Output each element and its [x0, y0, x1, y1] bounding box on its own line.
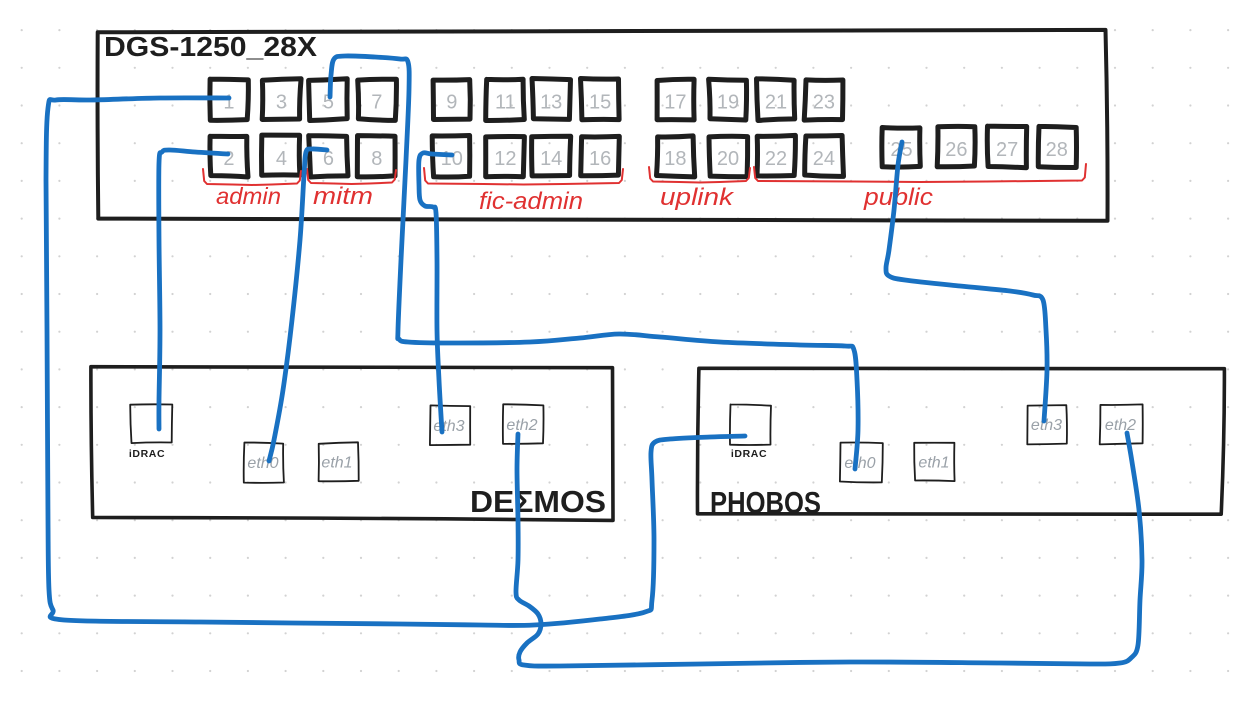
svg-text:2: 2: [223, 148, 234, 170]
svg-text:4: 4: [276, 148, 287, 170]
svg-text:18: 18: [664, 148, 686, 170]
svg-text:14: 14: [540, 148, 562, 170]
svg-text:13: 13: [540, 92, 562, 114]
svg-text:DEΣMOS: DEΣMOS: [470, 484, 606, 519]
svg-text:23: 23: [813, 92, 835, 114]
svg-text:8: 8: [371, 148, 382, 170]
svg-text:fic-admin: fic-admin: [479, 188, 583, 215]
svg-text:22: 22: [765, 148, 787, 170]
svg-text:19: 19: [717, 92, 739, 114]
svg-text:3: 3: [276, 92, 287, 114]
svg-text:iDRAC: iDRAC: [731, 448, 767, 460]
svg-text:12: 12: [494, 148, 516, 170]
svg-text:eth0: eth0: [844, 455, 875, 472]
svg-text:6: 6: [323, 148, 334, 170]
svg-text:uplink: uplink: [660, 184, 735, 211]
svg-text:17: 17: [664, 92, 686, 114]
svg-text:10: 10: [441, 148, 463, 170]
svg-text:26: 26: [945, 139, 967, 161]
svg-text:16: 16: [589, 148, 611, 170]
svg-text:1: 1: [223, 92, 234, 114]
svg-text:21: 21: [765, 92, 787, 114]
svg-text:PHOBOS: PHOBOS: [710, 485, 821, 520]
svg-text:11: 11: [495, 92, 516, 114]
svg-text:mitm: mitm: [313, 183, 373, 210]
svg-text:15: 15: [589, 92, 611, 114]
svg-text:eth3: eth3: [1031, 417, 1062, 434]
svg-text:eth2: eth2: [1105, 417, 1136, 434]
svg-text:eth1: eth1: [321, 455, 352, 472]
svg-text:7: 7: [371, 92, 382, 114]
svg-text:eth0: eth0: [247, 455, 278, 472]
svg-text:eth1: eth1: [918, 455, 949, 472]
svg-text:admin: admin: [216, 183, 281, 209]
svg-text:28: 28: [1046, 139, 1068, 161]
svg-text:iDRAC: iDRAC: [129, 448, 165, 460]
svg-text:27: 27: [996, 139, 1018, 161]
svg-text:eth2: eth2: [506, 417, 537, 434]
svg-text:24: 24: [813, 148, 835, 170]
svg-text:9: 9: [446, 92, 457, 114]
svg-text:20: 20: [717, 148, 739, 170]
svg-text:5: 5: [323, 92, 334, 114]
svg-text:eth3: eth3: [433, 418, 464, 435]
svg-text:DGS-1250_28X: DGS-1250_28X: [104, 31, 317, 62]
